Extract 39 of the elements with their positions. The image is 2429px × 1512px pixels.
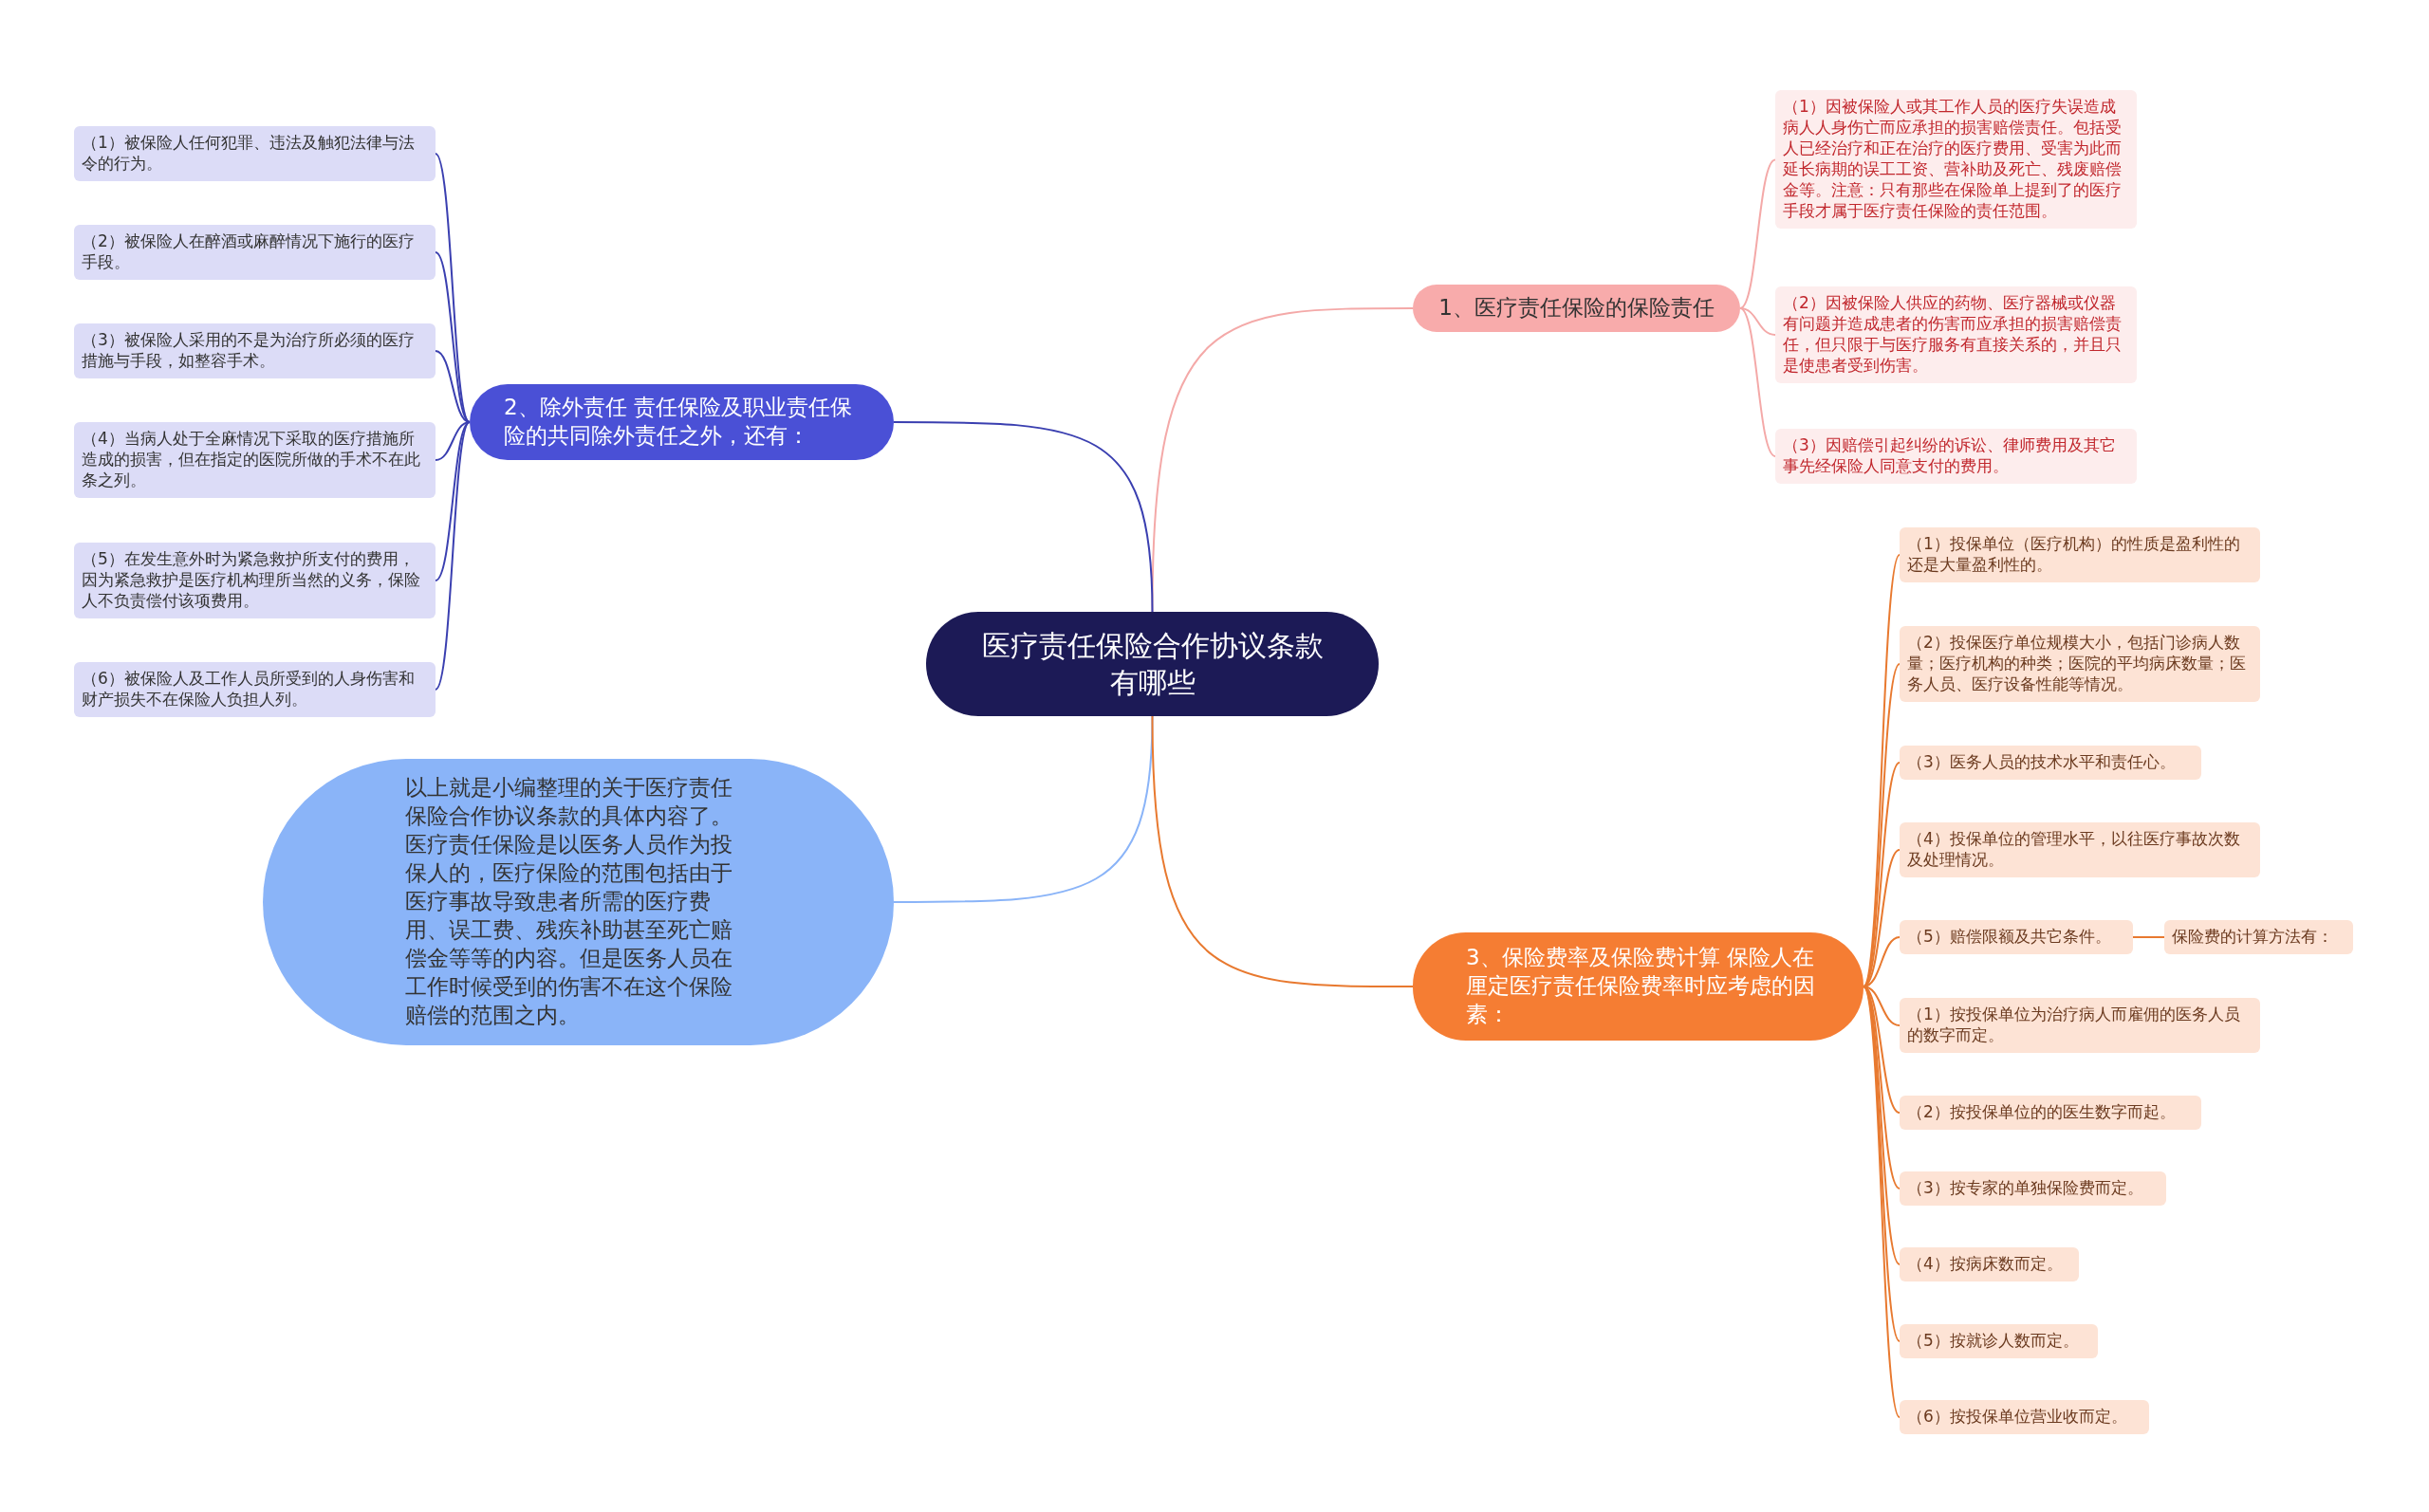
- topic-box: 1、医疗责任保险的保险责任: [1413, 285, 1740, 332]
- connector-line: [1739, 158, 1776, 309]
- connector-line: [1739, 307, 1776, 336]
- subtopic-box: （2）投保医疗单位规模大小，包括门诊病人数量；医疗机构的种类；医院的平均病床数量；医务人员、医疗设备性能等情况。: [1900, 626, 2260, 703]
- subtopic-box: （1）被保险人任何犯罪、违法及触犯法律与法令的行为。: [74, 126, 436, 182]
- subtopic-box: （5）赔偿限额及共它条件。: [1900, 920, 2133, 955]
- subtopic-box: 保险费的计算方法有：: [2164, 920, 2353, 955]
- subtopic-box: （4）当病人处于全麻情况下采取的医疗措施所造成的损害，但在指定的医院所做的手术不在此条之列。: [74, 422, 436, 499]
- subtopic-box: （1）按投保单位为治疗病人而雇佣的医务人员的数字而定。: [1900, 998, 2260, 1054]
- central-topic: 医疗责任保险合作协议条款有哪些: [926, 612, 1379, 716]
- summary-bubble: 以上就是小编整理的关于医疗责任保险合作协议条款的具体内容了。医疗责任保险是以医务人员作为投保人的，医疗保险的范围包括由于医疗事故导致患者所需的医疗费用、误工费、残疾补助甚至死亡赔偿金等等的内容。但是医务人员在工作时候受到的伤害不在这个保险赔偿的范围之内。: [263, 759, 894, 1045]
- connector-line: [1863, 986, 1901, 1418]
- connector-line: [435, 421, 471, 691]
- connector-line: [1151, 715, 1414, 987]
- subtopic-box: （4）投保单位的管理水平，以往医疗事故次数及处理情况。: [1900, 822, 2260, 878]
- connector-line: [2132, 936, 2165, 938]
- connector-line: [435, 350, 471, 423]
- subtopic-box: （3）被保险人采用的不是为治疗所必须的医疗措施与手段，如整容手术。: [74, 323, 436, 379]
- connector-line: [435, 421, 471, 581]
- subtopic-box: （6）按投保单位营业收而定。: [1900, 1400, 2149, 1435]
- subtopic-box: （2）被保险人在醉酒或麻醉情况下施行的医疗手段。: [74, 225, 436, 281]
- subtopic-box: （1）投保单位（医疗机构）的性质是盈利性的还是大量盈利性的。: [1900, 527, 2260, 583]
- connector-line: [435, 421, 471, 461]
- topic-box: 3、保险费率及保险费计算 保险人在厘定医疗责任保险费率时应考虑的因素：: [1413, 932, 1863, 1041]
- subtopic-box: （2）因被保险人供应的药物、医疗器械或仪器有问题并造成患者的伤害而应承担的损害赔偿责任，但只限于与医疗服务有直接关系的，并且只是使患者受到伤害。: [1775, 286, 2137, 384]
- topic-box: 2、除外责任 责任保险及职业责任保险的共同除外责任之外，还有：: [470, 384, 894, 460]
- subtopic-box: （1）因被保险人或其工作人员的医疗失误造成病人人身伤亡而应承担的损害赔偿责任。包括受人已经治疗和正在治疗的医疗费用、受害为此而延长病期的误工工资、营补助及死亡、残废赔偿金等。注意：只有那些在保险单上提到了的医疗手段才属于医疗责任保险的责任范围。: [1775, 89, 2137, 230]
- subtopic-box: （5）按就诊人数而定。: [1900, 1324, 2098, 1359]
- subtopic-box: （3）按专家的单独保险费而定。: [1900, 1171, 2166, 1207]
- subtopic-box: （3）因赔偿引起纠纷的诉讼、律师费用及其它事先经保险人同意支付的费用。: [1775, 429, 2137, 485]
- connector-line: [435, 251, 471, 423]
- connector-line: [893, 421, 1154, 613]
- subtopic-box: （6）被保险人及工作人员所受到的人身伤害和财产损失不在保险人负担人列。: [74, 662, 436, 718]
- connector-line: [893, 715, 1154, 903]
- subtopic-box: （3）医务人员的技术水平和责任心。: [1900, 746, 2201, 781]
- subtopic-box: （4）按病床数而定。: [1900, 1247, 2079, 1282]
- connector-line: [1739, 307, 1776, 457]
- subtopic-box: （2）按投保单位的的医生数字而起。: [1900, 1096, 2201, 1131]
- subtopic-box: （5）在发生意外时为紧急救护所支付的费用，因为紧急救护是医疗机构理所当然的义务，保险人不负责偿付该项费用。: [74, 543, 436, 619]
